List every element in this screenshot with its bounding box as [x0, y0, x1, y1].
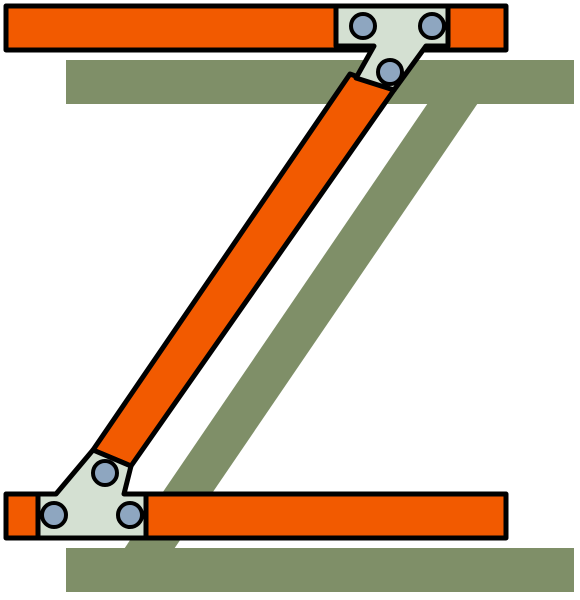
pivot-pin — [116, 501, 144, 529]
shadow-diagonal — [122, 100, 480, 552]
bottom-hinge-bracket — [35, 447, 149, 541]
pivot-pin — [418, 12, 446, 40]
top-hinge-bracket — [333, 3, 451, 93]
pivot-pin — [349, 12, 377, 40]
shadow-z-shape — [66, 60, 574, 592]
pivot-pin — [40, 501, 68, 529]
pivot-pin — [376, 58, 404, 86]
shadow-bottom-bar — [66, 548, 574, 592]
pivot-pin — [91, 459, 119, 487]
shadow-top-bar — [66, 60, 574, 104]
